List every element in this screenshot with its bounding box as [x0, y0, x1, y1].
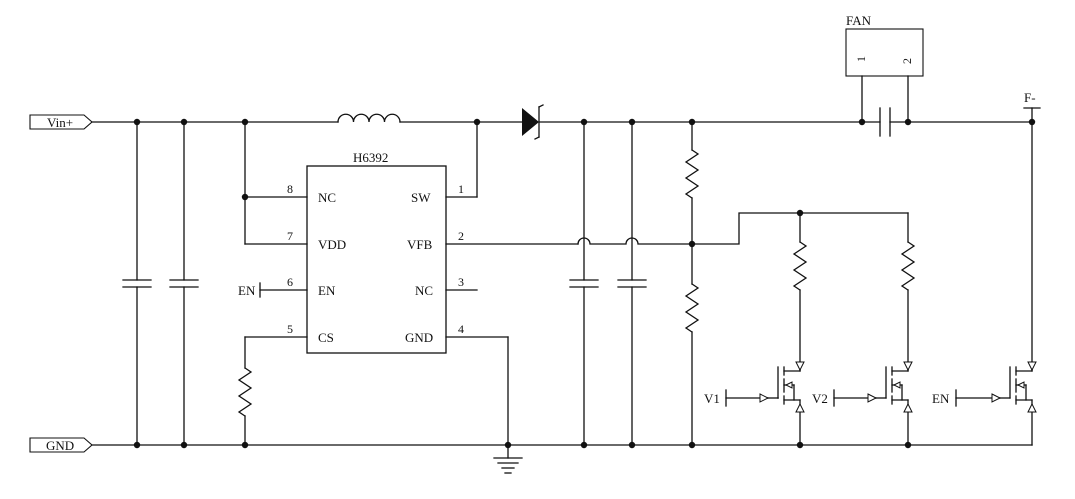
junction-dot: [180, 118, 188, 126]
junction-dot: [688, 441, 696, 449]
ic-h6392: H6392 8 NC 7 VDD 6 EN 5 CS 1 SW 2 VFB 3 …: [244, 150, 579, 354]
junction-dot: [904, 441, 912, 449]
fan-connector: FAN 1 2: [845, 13, 924, 123]
ic-pin-name: GND: [405, 330, 433, 345]
output-capacitor-2: [617, 121, 647, 446]
f-minus-port: F-: [1023, 90, 1041, 123]
vfb-feedback-wire: [577, 212, 909, 245]
mosfet-v2: V2: [812, 361, 913, 446]
vin-port: Vin+: [29, 114, 93, 130]
mosfet-v2-gate-label: V2: [812, 391, 828, 406]
mosfet-v1-gate-label: V1: [704, 391, 720, 406]
mosfet-v1: V1: [704, 361, 805, 446]
ic-pin-num: 4: [458, 322, 464, 336]
ic-pin-name: EN: [318, 283, 336, 298]
en-input: EN: [238, 282, 261, 298]
v2-branch-resistor: [900, 212, 916, 371]
junction-dot: [858, 118, 866, 126]
junction-dot: [473, 118, 481, 126]
ic-pin-name: VDD: [318, 237, 346, 252]
junction-dot: [1028, 118, 1036, 126]
output-capacitor-1: [569, 121, 599, 446]
ic-pin-num: 2: [458, 229, 464, 243]
ic-pin-num: 8: [287, 182, 293, 196]
diode: [522, 104, 544, 140]
junction-dot: [796, 441, 804, 449]
ic-pin-name: VFB: [407, 237, 433, 252]
cs-resistor: [237, 336, 253, 446]
ic-pin-num: 5: [287, 322, 293, 336]
fan-capacitor: [879, 107, 891, 137]
junction-dot: [688, 118, 696, 126]
fan-pin-1: 1: [854, 56, 868, 62]
ground-symbol: [493, 444, 523, 474]
junction-dot: [688, 240, 696, 248]
ic-pin-num: 1: [458, 182, 464, 196]
junction-dot: [241, 193, 249, 201]
junction-dots: [133, 118, 1036, 449]
mosfet-en-gate-label: EN: [932, 391, 950, 406]
ic-pin-num: 7: [287, 229, 293, 243]
ic-pin-num: 3: [458, 275, 464, 289]
junction-dot: [904, 118, 912, 126]
v1-branch-resistor: [792, 212, 808, 371]
junction-dot: [133, 441, 141, 449]
input-capacitor-2: [169, 121, 199, 446]
junction-dot: [133, 118, 141, 126]
junction-dot: [796, 209, 804, 217]
junction-dot: [580, 441, 588, 449]
fan-label: FAN: [846, 13, 872, 28]
junction-dot: [241, 118, 249, 126]
input-capacitor-1: [122, 121, 152, 446]
junction-dot: [241, 441, 249, 449]
ic-name: H6392: [353, 150, 388, 165]
ic-pin-name: NC: [318, 190, 336, 205]
inductor: [337, 113, 401, 123]
f-minus-label: F-: [1024, 90, 1036, 105]
ic-pin-name: NC: [415, 283, 433, 298]
fan-pin-2: 2: [900, 58, 914, 64]
junction-dot: [180, 441, 188, 449]
junction-dot: [504, 441, 512, 449]
gnd-port: GND: [29, 437, 93, 453]
junction-dot: [580, 118, 588, 126]
gnd-port-label: GND: [46, 438, 74, 453]
vin-port-label: Vin+: [47, 115, 73, 130]
ic-pin-name: CS: [318, 330, 334, 345]
ic-pin-name: SW: [411, 190, 431, 205]
mosfet-en: EN: [932, 361, 1037, 446]
ic-pin-num: 6: [287, 275, 293, 289]
junction-dot: [628, 118, 636, 126]
en-input-label: EN: [238, 283, 256, 298]
feedback-divider: [684, 121, 700, 446]
junction-dot: [628, 441, 636, 449]
